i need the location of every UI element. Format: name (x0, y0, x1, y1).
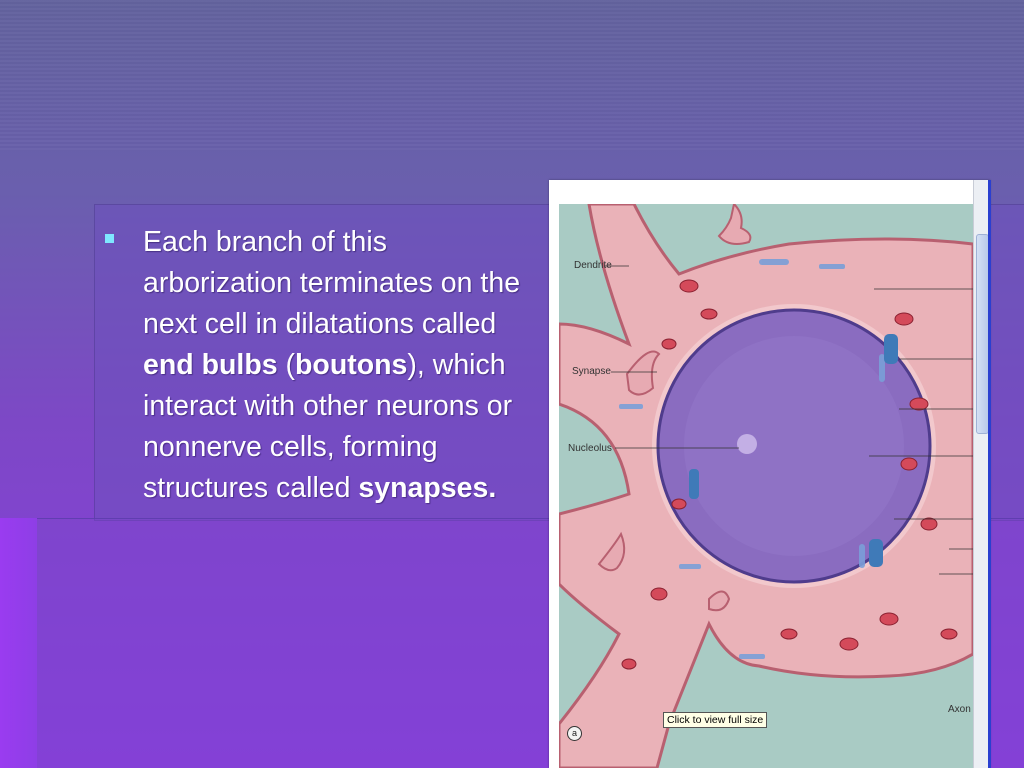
neuron-figure-frame: Dendrite Synapse Nucleolus Axon Click to… (549, 180, 991, 768)
bullet-paragraph: Each branch of this arborization termina… (143, 222, 523, 509)
plate-letter-mark: a (567, 726, 582, 741)
square-bullet-icon (105, 234, 114, 243)
background-stripes (0, 0, 1024, 150)
figure-scrollbar[interactable] (973, 180, 991, 768)
label-axon: Axon (948, 704, 971, 715)
text-run: ), which interact with other neurons or … (143, 349, 513, 504)
label-synapse: Synapse (572, 366, 611, 377)
label-dendrite: Dendrite (574, 260, 612, 271)
bullet-list: Each branch of this arborization termina… (103, 222, 523, 509)
panel-left-shade (0, 518, 37, 768)
bold-term-synapses: synapses. (358, 472, 497, 504)
scrollbar-edge (988, 180, 991, 768)
view-full-size-tooltip[interactable]: Click to view full size (663, 712, 768, 728)
bold-term-end-bulbs: end bulbs (143, 349, 278, 381)
text-run: Each branch of this arborization termina… (143, 226, 521, 340)
neuron-cell-illustration (559, 204, 973, 768)
bold-term-boutons: boutons (295, 349, 408, 381)
label-nucleolus: Nucleolus (568, 443, 612, 454)
text-run: ( (277, 349, 296, 381)
